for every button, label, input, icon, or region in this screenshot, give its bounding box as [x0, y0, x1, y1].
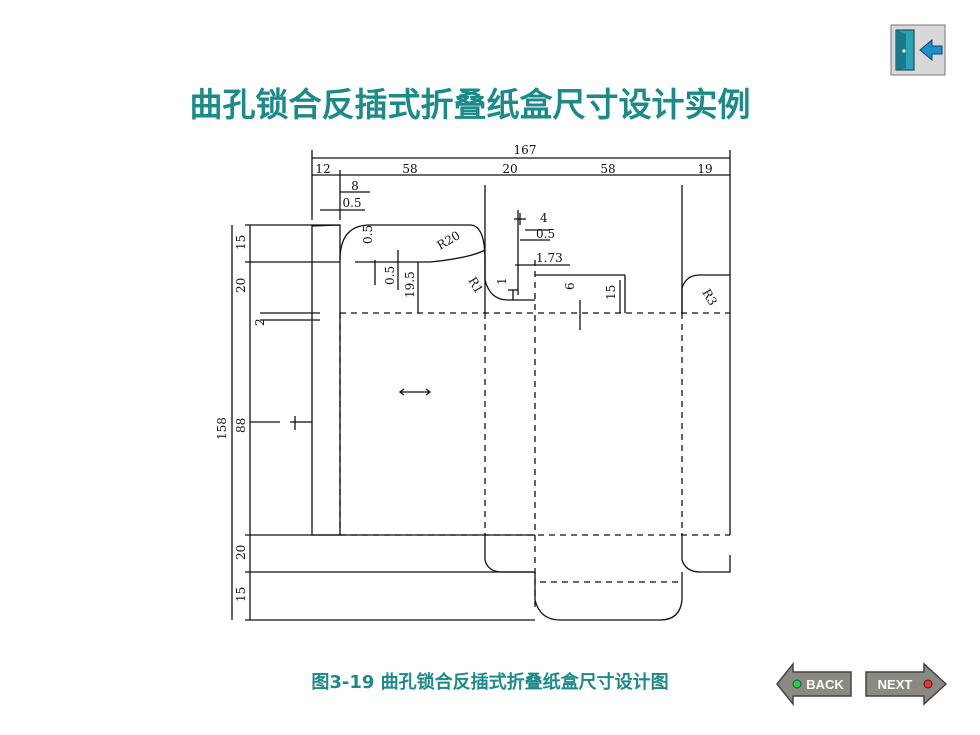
dim-h-15-top: 15	[234, 235, 248, 250]
back-button-label: BACK	[806, 677, 844, 692]
back-button[interactable]: BACK	[775, 660, 855, 708]
dim-v-15-right: 15	[604, 285, 618, 300]
dim-slot-05: 0.5	[342, 196, 361, 210]
dieline-outline	[311, 224, 341, 536]
dim-h-20-bottom: 20	[234, 545, 248, 560]
top-tuck-flap	[339, 224, 486, 261]
dim-h-2: 2	[253, 318, 267, 326]
dim-notch-173: 1.73	[536, 251, 563, 265]
dim-panel-b: 20	[502, 162, 517, 176]
dim-h-158: 158	[215, 417, 229, 440]
exit-door-icon	[890, 24, 946, 76]
dim-notch-4: 4	[540, 211, 548, 225]
dim-slot-8: 8	[351, 179, 359, 193]
dim-v-1: 1	[495, 277, 509, 285]
dim-radius-3: R3	[699, 287, 719, 308]
box-dieline-diagram: 167 12 58 20 58 19 8 0.5 4 0.5 1.73 R20 …	[215, 143, 731, 621]
dim-radius-20: R20	[435, 228, 463, 252]
dim-notch-05: 0.5	[536, 227, 555, 241]
next-button-label: NEXT	[878, 677, 913, 692]
dim-v-6: 6	[563, 282, 577, 290]
next-arrow-icon: NEXT	[865, 662, 948, 706]
exit-button[interactable]	[890, 24, 946, 76]
dim-panel-d: 19	[697, 162, 712, 176]
dim-h-20-top: 20	[234, 278, 248, 293]
back-arrow-icon: BACK	[776, 661, 852, 707]
dim-h-15-bottom: 15	[234, 587, 248, 602]
dim-panel-a: 58	[402, 162, 417, 176]
dim-total-width: 167	[514, 143, 537, 157]
bottom-tuck-flap	[534, 572, 683, 621]
dim-v-05-a: 0.5	[361, 225, 375, 244]
dim-v-195: 19.5	[403, 271, 417, 298]
dim-h-88: 88	[234, 418, 248, 433]
dim-radius-1: R1	[465, 275, 485, 296]
dim-panel-c: 58	[600, 162, 615, 176]
next-button[interactable]: NEXT	[862, 660, 948, 708]
page-title: 曲孔锁合反插式折叠纸盒尺寸设计实例	[189, 85, 751, 124]
dim-glue-flap: 12	[315, 162, 330, 176]
dim-v-05-b: 0.5	[383, 266, 397, 285]
figure-caption: 图3-19 曲孔锁合反插式折叠纸盒尺寸设计图	[311, 672, 669, 693]
